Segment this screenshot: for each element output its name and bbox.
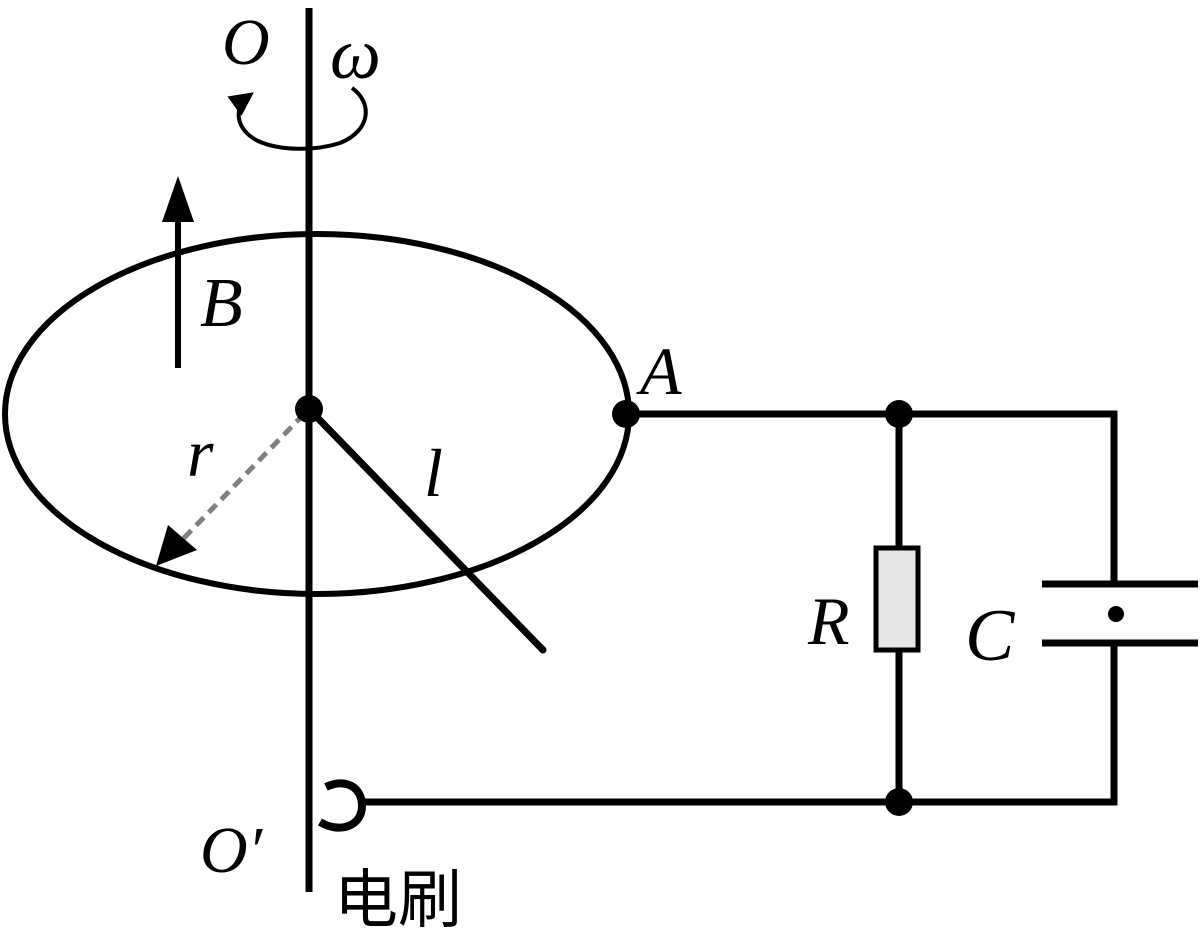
junction-bottom-node [885,788,913,816]
label-omega: ω [330,14,381,94]
rotating-rod [305,405,547,654]
rotation-arrow-icon [227,86,368,151]
label-field-b: B [200,265,243,342]
top-wire [626,410,1118,584]
junction-top-node [885,400,913,428]
bottom-wire [358,643,1118,806]
resistor [873,545,921,653]
label-capacitor-c: C [965,595,1016,677]
radius-arrowhead-icon [156,525,197,566]
magnetic-field-arrowhead-icon [162,176,194,222]
label-brush: 电刷 [334,864,462,934]
brush-contact [317,779,367,832]
radius-dashed-line [180,412,306,542]
center-node [295,395,323,423]
label-axis-bottom: O′ [200,814,264,887]
label-radius-r: r [187,415,214,491]
label-axis-top: O [222,6,270,79]
capacitor-dot [1108,606,1124,622]
label-point-a: A [636,333,682,409]
label-resistor-r: R [807,583,850,659]
label-rod-l: l [424,435,443,511]
